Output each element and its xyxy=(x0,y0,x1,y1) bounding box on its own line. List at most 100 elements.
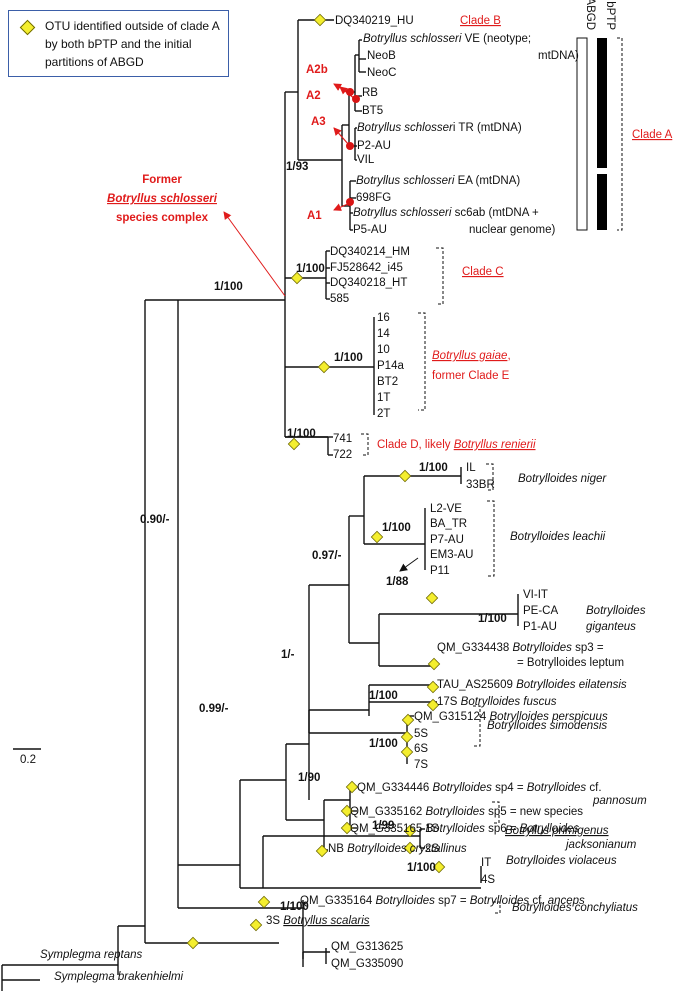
otu-diamond-icon xyxy=(403,841,417,855)
niger-label: Botrylloides niger xyxy=(518,473,607,485)
tip-label: TAU_AS25609 Botrylloides eilatensis xyxy=(437,679,627,691)
otu-diamond-icon xyxy=(425,591,439,605)
tip-label: P2-AU xyxy=(357,140,391,152)
otu-diamond-icon xyxy=(370,530,384,544)
tip-label: 698FG xyxy=(356,192,391,204)
complex-arrow xyxy=(223,211,286,297)
conchyliatus-label: Botrylloides conchyliatus xyxy=(512,902,638,914)
tip-label: QM_G335164 Botrylloides sp7 = Botrylloid… xyxy=(300,895,585,907)
tip-label: pannosum xyxy=(592,795,647,807)
support-leachii: 1/100 xyxy=(382,522,411,534)
support-sp45: 1/90 xyxy=(298,772,320,784)
tip-label: Botryllus schlosseri VE (neotype; xyxy=(363,33,531,45)
tip-label: BT5 xyxy=(362,105,383,117)
tip-label: FJ528642_i45 xyxy=(330,262,403,274)
tip-label: NeoC xyxy=(367,67,396,79)
otu-diamond-icon xyxy=(315,844,329,858)
tip-label: Symplegma reptans xyxy=(40,949,143,961)
scale-bar-label: 0.2 xyxy=(20,754,36,766)
support-conch: 1/100 xyxy=(280,901,309,913)
support-values: 0.90/- 1/100 1/93 1/100 1/100 1/100 0.99… xyxy=(140,161,507,913)
otu-diamond-icon xyxy=(426,680,440,694)
otu-diamond-icon xyxy=(249,918,263,932)
support-simod: 1/100 xyxy=(369,690,398,702)
tip-label: 3S Botryllus scalaris xyxy=(266,915,370,927)
giganteus-label-2: giganteus xyxy=(586,621,636,633)
tip-label: DQ340219_HU xyxy=(335,15,414,27)
tree-branches xyxy=(1,19,519,991)
tip-label: 4S xyxy=(481,874,495,886)
tip-label: 5S xyxy=(414,728,428,740)
tip-label: QM_G315124 Botrylloides perspicuus xyxy=(414,711,608,723)
otu-diamond-icon xyxy=(432,860,446,874)
tip-label: 741 xyxy=(333,433,352,445)
legend-box: OTU identified outside of clade A by bot… xyxy=(8,10,229,77)
otu-diamond-icon xyxy=(345,780,359,794)
tip-label: P7-AU xyxy=(430,534,464,546)
otu-diamond-icon xyxy=(186,936,200,950)
tip-label: BA_TR xyxy=(430,518,467,530)
tip-label: 33BR xyxy=(466,479,495,491)
tip-label: mtDNA) xyxy=(538,50,579,62)
tip-label: Symplegma brakenhielmi xyxy=(54,971,184,983)
tip-label: 17S Botrylloides fuscus xyxy=(437,696,557,708)
tip-label: IT xyxy=(481,857,491,869)
tip-label: QM_G335090 xyxy=(331,958,403,970)
clade-d-label: Clade D, likely Botryllus renierii xyxy=(377,439,536,451)
tip-label: QM_G334438 Botrylloides sp3 = xyxy=(437,642,604,654)
subclade-a3: A3 xyxy=(311,116,326,128)
otu-diamond-icon xyxy=(426,698,440,712)
subclade-a2: A2 xyxy=(306,90,321,102)
otu-diamond-icon xyxy=(290,271,304,285)
tip-label: QM_G334446 Botrylloides sp4 = Botrylloid… xyxy=(357,782,602,794)
complex-label-2: Botryllus schlosseri xyxy=(107,193,218,205)
support-clade-c: 1/100 xyxy=(296,263,325,275)
tip-label: IL xyxy=(466,462,476,474)
support-clade-d: 1/100 xyxy=(287,428,316,440)
clade-c-label: Clade C xyxy=(462,266,504,278)
complex-label-3: species complex xyxy=(116,212,209,224)
tip-label: VIL xyxy=(357,154,375,166)
tip-label: 14 xyxy=(377,328,390,340)
giganteus-label-1: Botrylloides xyxy=(586,605,646,617)
clade-b-label: Clade B xyxy=(460,15,501,27)
support-leachii-sub: 1/88 xyxy=(386,576,409,588)
tip-label: P5-AU xyxy=(353,224,387,236)
otu-diamond-icon xyxy=(400,730,414,744)
leachii-label: Botrylloides leachii xyxy=(510,531,606,543)
otu-diamond-icon xyxy=(317,360,331,374)
primigenus-label: Botryllus primigenus xyxy=(505,825,609,837)
tip-label: NB Botrylloides crystallinus xyxy=(328,843,467,855)
tip-label: 7S xyxy=(414,759,428,771)
tip-label: QM_G335165 Botrylloides sp6 = Botrylloid… xyxy=(350,823,579,835)
tip-label: PE-CA xyxy=(523,605,558,617)
tip-label: 1T xyxy=(377,392,390,404)
legend-text: OTU identified outside of clade A by bot… xyxy=(45,19,220,69)
tip-label: EM3-AU xyxy=(430,549,473,561)
tip-label: P1-AU xyxy=(523,621,557,633)
tip-label: 2T xyxy=(377,408,390,420)
support-nest1: 0.99/- xyxy=(199,703,229,715)
tip-label: QM_G335162 Botrylloides sp5 = new specie… xyxy=(350,806,583,818)
support-bl: 0.97/- xyxy=(312,550,342,562)
tip-label: 16 xyxy=(377,312,390,324)
otu-diamond-icon xyxy=(287,437,301,451)
tip-label: Botryllus schlosseri sc6ab (mtDNA + xyxy=(353,207,539,219)
tip-label: 722 xyxy=(333,449,352,461)
tip-label: = Botrylloides leptum xyxy=(517,657,624,669)
tip-label: nuclear genome) xyxy=(469,224,555,236)
violaceus-label: Botrylloides violaceus xyxy=(506,855,617,867)
simodensis-label: Botrylloides simodensis xyxy=(487,720,607,732)
tip-label: 2S xyxy=(425,843,439,855)
abgd-bar xyxy=(576,37,588,231)
support-primigenus: 1/99 xyxy=(372,820,394,832)
tip-label: P14a xyxy=(377,360,404,372)
leachii-arrow xyxy=(399,557,419,572)
bptp-label: bPTP xyxy=(604,1,616,30)
bptp-bar-top xyxy=(597,38,607,168)
complex-label-1: Former xyxy=(142,174,182,186)
tip-label: 6S xyxy=(414,743,428,755)
gaiae-label-2: former Clade E xyxy=(432,370,510,382)
otu-diamond-icon xyxy=(427,657,441,671)
